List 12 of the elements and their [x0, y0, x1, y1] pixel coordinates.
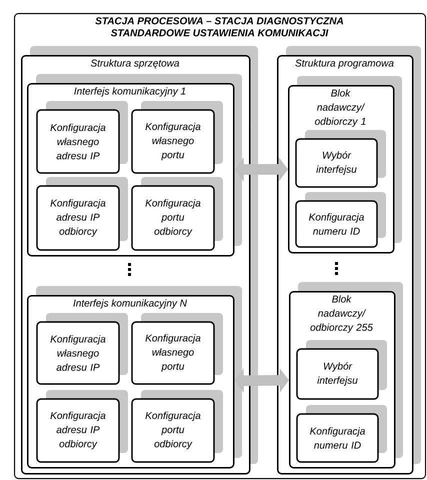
process-box: Konfiguracja adresu IP odbiorcy — [36, 177, 128, 251]
process-box: Wybór interfejsu — [296, 340, 387, 400]
process-box: Konfiguracja adresu IP odbiorcy — [36, 390, 128, 463]
process-box: Konfiguracja własnego portu — [131, 101, 223, 174]
process-box: Wybór interfejsu — [295, 130, 386, 188]
process-box: Konfiguracja portu odbiorcy — [131, 177, 223, 251]
process-box: Konfiguracja własnego adresu IP — [36, 101, 128, 174]
process-box: Konfiguracja własnego portu — [131, 313, 223, 385]
process-box: Konfiguracja portu odbiorcy — [131, 390, 223, 463]
process-box: Konfiguracja numeru ID — [295, 192, 386, 248]
process-box: Konfiguracja numeru ID — [296, 405, 387, 463]
process-box: Konfiguracja własnego adresu IP — [36, 313, 128, 385]
